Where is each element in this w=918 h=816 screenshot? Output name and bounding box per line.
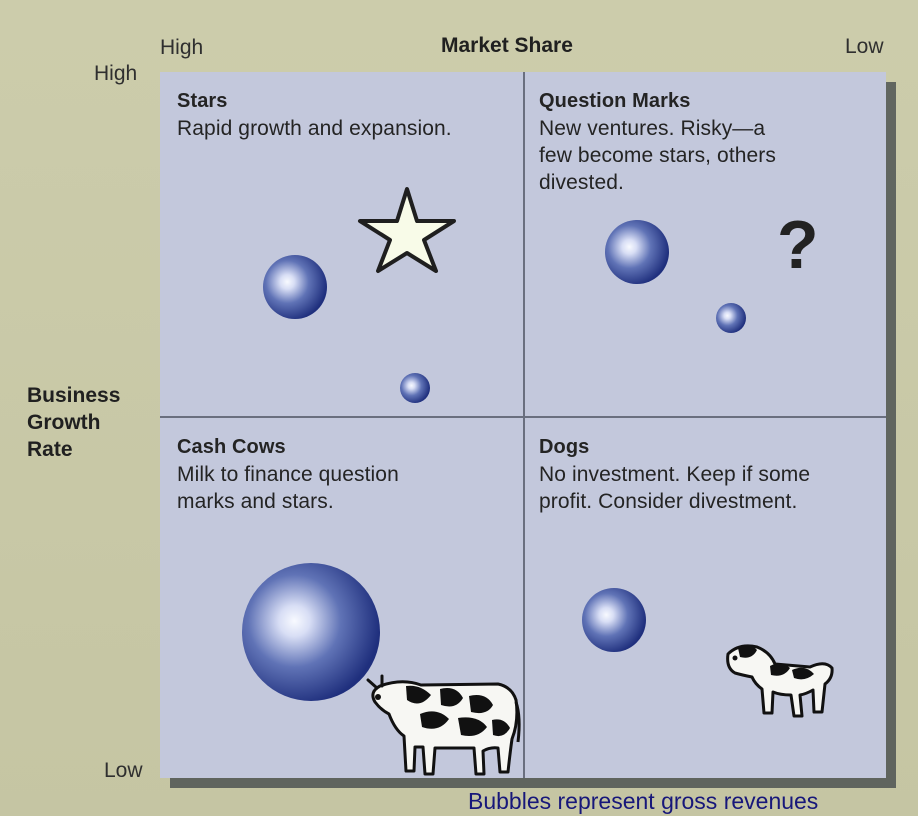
stars-description: Rapid growth and expansion. — [177, 117, 452, 140]
stars-title: Stars — [177, 90, 228, 112]
growth-share-matrix: ? Stars Rapid growth and expansion. Ques… — [160, 72, 886, 778]
stars-bubble-small — [400, 373, 430, 403]
question-marks-bubble-medium — [605, 220, 669, 284]
market-share-low-label: Low — [845, 35, 884, 58]
question-marks-title: Question Marks — [539, 90, 691, 112]
dogs-title: Dogs — [539, 436, 590, 458]
growth-low-label: Low — [104, 759, 143, 782]
growth-high-label: High — [94, 62, 138, 85]
market-share-title: Market Share — [441, 34, 573, 57]
stars-quadrant: Stars Rapid growth and expansion. — [177, 88, 507, 142]
dogs-bubble-medium — [582, 588, 646, 652]
business-growth-rate-label: Business Growth Rate — [27, 384, 121, 461]
star-icon — [358, 187, 456, 273]
dogs-description: No investment. Keep if some profit. Cons… — [539, 463, 811, 513]
cow-icon — [366, 674, 521, 776]
cash-cows-bubble-large — [242, 563, 380, 701]
question-marks-bubble-small — [716, 303, 746, 333]
cash-cows-description: Milk to finance question marks and stars… — [177, 463, 399, 513]
bubble-note: Bubbles represent gross revenues — [468, 788, 819, 814]
market-share-high-label: High — [160, 36, 204, 59]
cash-cows-quadrant: Cash Cows Milk to finance question marks… — [177, 434, 507, 515]
question-marks-description: New ventures. Risky—a few become stars, … — [539, 117, 776, 194]
question-mark-icon: ? — [777, 207, 819, 283]
cash-cows-title: Cash Cows — [177, 436, 286, 458]
matrix-graphics: ? — [160, 72, 886, 778]
stars-bubble-medium — [263, 255, 327, 319]
dog-icon — [726, 644, 834, 718]
question-marks-quadrant: Question Marks New ventures. Risky—a few… — [539, 88, 869, 196]
dogs-quadrant: Dogs No investment. Keep if some profit.… — [539, 434, 869, 515]
